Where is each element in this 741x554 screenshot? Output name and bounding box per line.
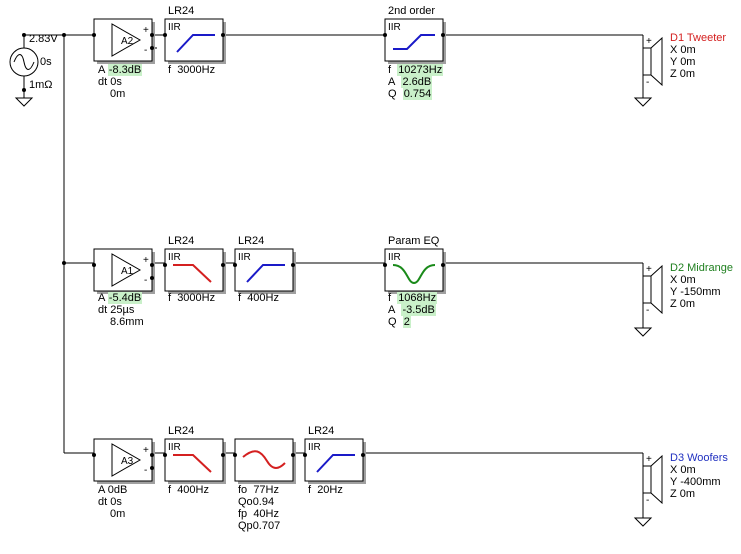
amp-gain: A -5.4dB (98, 292, 143, 304)
filter-block[interactable]: IIR (303, 438, 366, 484)
filter-block[interactable] (233, 438, 296, 484)
filter-param: Q 0.754 (388, 88, 433, 100)
speaker-icon (642, 454, 663, 505)
filter-param: fp 40Hz (238, 508, 279, 520)
driver-y: Y 0m (670, 56, 696, 68)
driver-x: X 0m (670, 274, 696, 286)
amp-distance: 0m (110, 88, 126, 100)
filter-curve-icon (176, 34, 215, 53)
filter-param: f 20Hz (308, 484, 343, 496)
filter-title: LR24 (168, 5, 195, 17)
filter-block[interactable]: IIR (163, 18, 226, 64)
amp-plus: + (143, 25, 149, 36)
filter-param: A 2.6dB (388, 76, 433, 88)
filter-title: 2nd order (388, 5, 436, 17)
amp-name: A3 (121, 456, 134, 467)
filter-block[interactable]: IIR (383, 18, 446, 64)
speaker-minus: - (646, 77, 650, 88)
filter-type: IIR (238, 252, 251, 263)
filter-type: IIR (388, 252, 401, 263)
amp-minus: - (144, 275, 147, 286)
amp-distance: 8.6mm (110, 316, 144, 328)
filter-block[interactable]: IIR (163, 248, 226, 294)
driver-z: Z 0m (670, 488, 696, 500)
filter-title: Param EQ (388, 235, 440, 247)
filter-title: LR24 (168, 235, 195, 247)
amp-gain: A 0dB (98, 484, 128, 496)
amp-distance: 0m (110, 508, 126, 520)
amp-delay: dt 0s (98, 76, 122, 88)
filter-param: f 400Hz (238, 292, 279, 304)
amp-name: A1 (121, 266, 134, 277)
amp-minus: - (144, 45, 147, 56)
amplifier-block[interactable]: A2 + - (92, 18, 155, 64)
filter-title: LR24 (238, 235, 265, 247)
filter-curve-icon (246, 264, 285, 283)
amp-gain: A -8.3dB (98, 64, 143, 76)
amplifier-block[interactable]: A1 + - (92, 248, 155, 294)
amp-plus: + (143, 255, 149, 266)
filter-param: fo 77Hz (238, 484, 279, 496)
speaker-plus: + (646, 454, 652, 465)
filter-title: LR24 (168, 425, 195, 437)
amp-name: A2 (121, 36, 134, 47)
driver-name: D1 Tweeter (670, 32, 727, 44)
filter-param: f 1068Hz (388, 292, 438, 304)
filter-param: f 3000Hz (168, 292, 216, 304)
amplifier-block[interactable]: A3 + - (92, 438, 155, 484)
filter-param: Q 2 (388, 316, 411, 328)
speaker-minus: - (646, 495, 650, 506)
speaker-plus: + (646, 36, 652, 47)
filter-param: f 3000Hz (168, 64, 216, 76)
filter-title: LR24 (308, 425, 335, 437)
driver-x: X 0m (670, 464, 696, 476)
filter-param: Qo0.94 (238, 496, 275, 508)
filter-block[interactable]: IIR (233, 248, 296, 294)
driver-y: Y -150mm (670, 286, 721, 298)
voltage-source-symbol (9, 33, 39, 92)
filter-curve-icon (392, 264, 436, 285)
source-impedance: 1mΩ (29, 79, 53, 91)
speaker-icon (642, 264, 663, 315)
filter-curve-icon (173, 264, 212, 283)
source-ground (14, 90, 34, 107)
filter-curve-icon (393, 34, 435, 50)
amp-delay: dt 0s (98, 496, 122, 508)
amp-minus: - (144, 465, 147, 476)
filter-type: IIR (168, 442, 181, 453)
filter-curve-icon (242, 450, 286, 469)
source-voltage: 2.83V (29, 33, 58, 45)
speaker-plus: + (646, 264, 652, 275)
filter-param: Qp0.707 (238, 520, 281, 532)
filter-type: IIR (308, 442, 321, 453)
filter-curve-icon (173, 454, 212, 473)
filter-block[interactable]: IIR (163, 438, 226, 484)
bus-wires (24, 34, 94, 454)
driver-y: Y -400mm (670, 476, 721, 488)
filter-type: IIR (168, 252, 181, 263)
speaker-icon (642, 36, 663, 87)
filter-type: IIR (168, 22, 181, 33)
amp-delay: dt 25µs (98, 304, 135, 316)
driver-x: X 0m (670, 44, 696, 56)
source-delay: 0s (40, 56, 52, 68)
filter-param: f 400Hz (168, 484, 209, 496)
filter-block[interactable]: IIR (383, 248, 446, 294)
row3-wires (152, 452, 653, 527)
filter-type: IIR (388, 22, 401, 33)
filter-param: A -3.5dB (388, 304, 436, 316)
filter-param: f 10273Hz (388, 64, 444, 76)
speaker-minus: - (646, 305, 650, 316)
filter-curve-icon (316, 454, 355, 473)
driver-name: D2 Midrange (670, 262, 733, 274)
driver-name: D3 Woofers (670, 452, 728, 464)
driver-z: Z 0m (670, 298, 696, 310)
amp-plus: + (143, 445, 149, 456)
driver-z: Z 0m (670, 68, 696, 80)
